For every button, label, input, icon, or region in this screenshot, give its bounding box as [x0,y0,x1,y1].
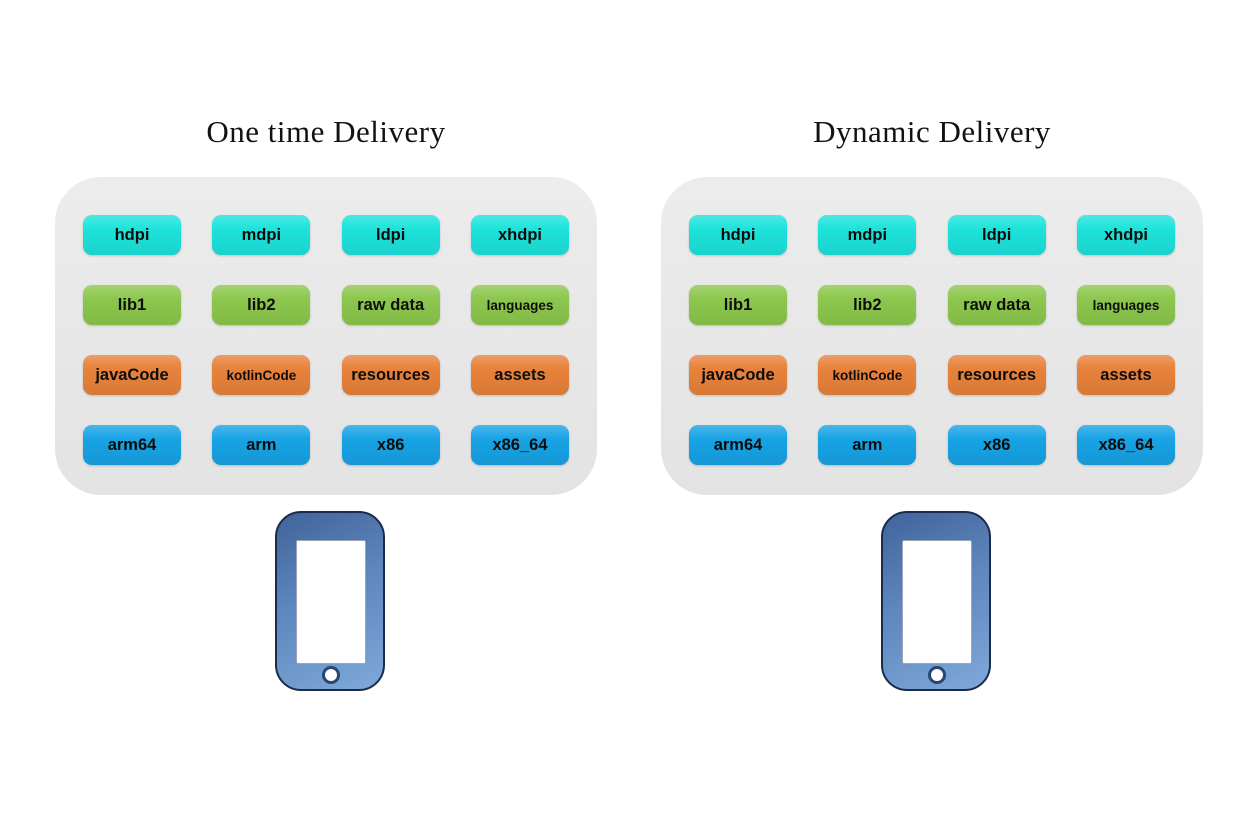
chip-lib2: lib2 [818,285,917,325]
chip-resources: resources [947,355,1046,395]
chip-xhdpi: xhdpi [470,215,569,255]
app-bundle-box: hdpi mdpi ldpi xhdpi lib1 lib2 raw data … [55,177,597,495]
chip-xhdpi: xhdpi [1076,215,1175,255]
chip-arm64: arm64 [689,425,787,465]
chip-mdpi: mdpi [212,215,311,255]
chip-languages: languages [1076,285,1175,325]
chip-x86: x86 [341,425,440,465]
phone-home-button [322,666,340,684]
phone-screen [296,540,366,664]
dynamic-delivery-panel: Dynamic Delivery hdpi mdpi ldpi xhdpi li… [661,100,1203,720]
chip-lib1: lib1 [689,285,787,325]
code-row: javaCode kotlinCode resources assets [689,355,1175,395]
library-row: lib1 lib2 raw data languages [689,285,1175,325]
abi-row: arm64 arm x86 x86_64 [83,425,569,465]
chip-arm: arm [212,425,311,465]
app-bundle-box: hdpi mdpi ldpi xhdpi lib1 lib2 raw data … [661,177,1203,495]
chip-ldpi: ldpi [947,215,1046,255]
chip-x86-64: x86_64 [1076,425,1175,465]
chip-arm64: arm64 [83,425,181,465]
chip-languages: languages [470,285,569,325]
code-row: javaCode kotlinCode resources assets [83,355,569,395]
chip-hdpi: hdpi [689,215,787,255]
phone-icon [881,511,991,691]
phone-home-button [928,666,946,684]
density-row: hdpi mdpi ldpi xhdpi [689,215,1175,255]
chip-lib1: lib1 [83,285,181,325]
chip-mdpi: mdpi [818,215,917,255]
chip-assets: assets [470,355,569,395]
chip-javacode: javaCode [689,355,787,395]
one-time-delivery-panel: One time Delivery hdpi mdpi ldpi xhdpi l… [55,100,597,720]
phone-screen [902,540,972,664]
chip-javacode: javaCode [83,355,181,395]
density-row: hdpi mdpi ldpi xhdpi [83,215,569,255]
chip-arm: arm [818,425,917,465]
chip-x86: x86 [947,425,1046,465]
chip-hdpi: hdpi [83,215,181,255]
chip-x86-64: x86_64 [470,425,569,465]
chip-kotlincode: kotlinCode [818,355,917,395]
library-row: lib1 lib2 raw data languages [83,285,569,325]
phone-icon [275,511,385,691]
chip-kotlincode: kotlinCode [212,355,311,395]
chip-raw-data: raw data [341,285,440,325]
chip-lib2: lib2 [212,285,311,325]
dynamic-delivery-title: Dynamic Delivery [813,114,1051,149]
chip-raw-data: raw data [947,285,1046,325]
chip-resources: resources [341,355,440,395]
abi-row: arm64 arm x86 x86_64 [689,425,1175,465]
chip-ldpi: ldpi [341,215,440,255]
chip-assets: assets [1076,355,1175,395]
one-time-delivery-title: One time Delivery [206,114,446,149]
